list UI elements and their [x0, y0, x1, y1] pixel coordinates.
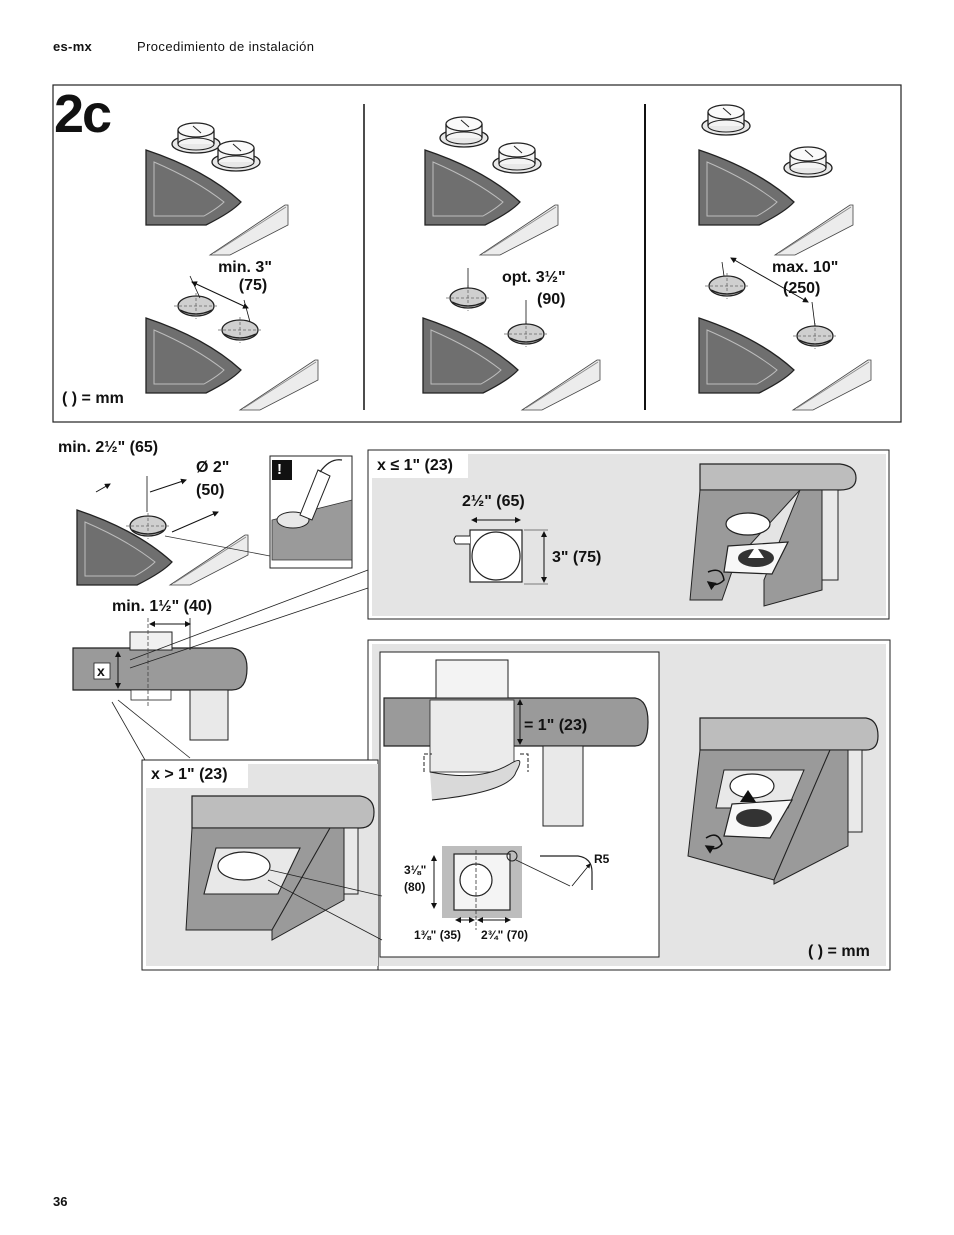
box-small-width: 2½" (65) — [462, 493, 525, 510]
panel-max-spacing — [698, 104, 872, 411]
diameter-label: Ø 2" — [196, 459, 230, 476]
thickness-x-label: x — [97, 663, 105, 679]
detail-cutout-view — [76, 476, 271, 586]
cutout-height-in: 3⅛" — [404, 863, 427, 877]
panel2-dim-line1: opt. 3½" — [502, 269, 566, 286]
language-code: es-mx — [53, 39, 93, 54]
diameter-mm-label: (50) — [196, 482, 225, 499]
box-large-title: x > 1" (23) — [151, 766, 228, 783]
box-large-equals: = 1" (23) — [524, 717, 588, 734]
panel1-dim-line2: (75) — [238, 277, 268, 294]
min-cutout-label: min. 2½" (65) — [58, 439, 159, 456]
panel-min-spacing — [145, 122, 319, 411]
panel-optimal-spacing — [422, 116, 601, 411]
step-label: 2c — [54, 84, 112, 144]
page-number: 36 — [53, 1194, 68, 1209]
section-title: Procedimiento de instalación — [137, 39, 315, 54]
cutout-right-dim: 2¾" (70) — [481, 928, 529, 942]
panel1-dim-line1: min. 3" — [218, 259, 272, 276]
cutout-height-mm: (80) — [404, 880, 426, 894]
box-small-height: 3" (75) — [552, 549, 602, 566]
panel2-dim-line2: (90) — [537, 291, 566, 308]
box-small-title: x ≤ 1" (23) — [377, 457, 453, 474]
min-depth-label: min. 1½" (40) — [112, 598, 213, 615]
warning-icon: ! — [277, 461, 282, 478]
panel3-dim-line2: (250) — [783, 280, 821, 297]
mm-note-bottom: ( ) = mm — [808, 943, 870, 960]
box-small-thickness — [367, 449, 890, 620]
cutout-left-dim: 1⅜" (35) — [414, 928, 462, 942]
box-large-thickness — [141, 639, 891, 971]
corner-radius-label: R5 — [594, 852, 610, 866]
counter-section-side — [72, 569, 369, 761]
panel3-dim-line1: max. 10" — [772, 259, 839, 276]
mm-note-top: ( ) = mm — [62, 390, 124, 407]
warning-inset — [269, 455, 353, 569]
